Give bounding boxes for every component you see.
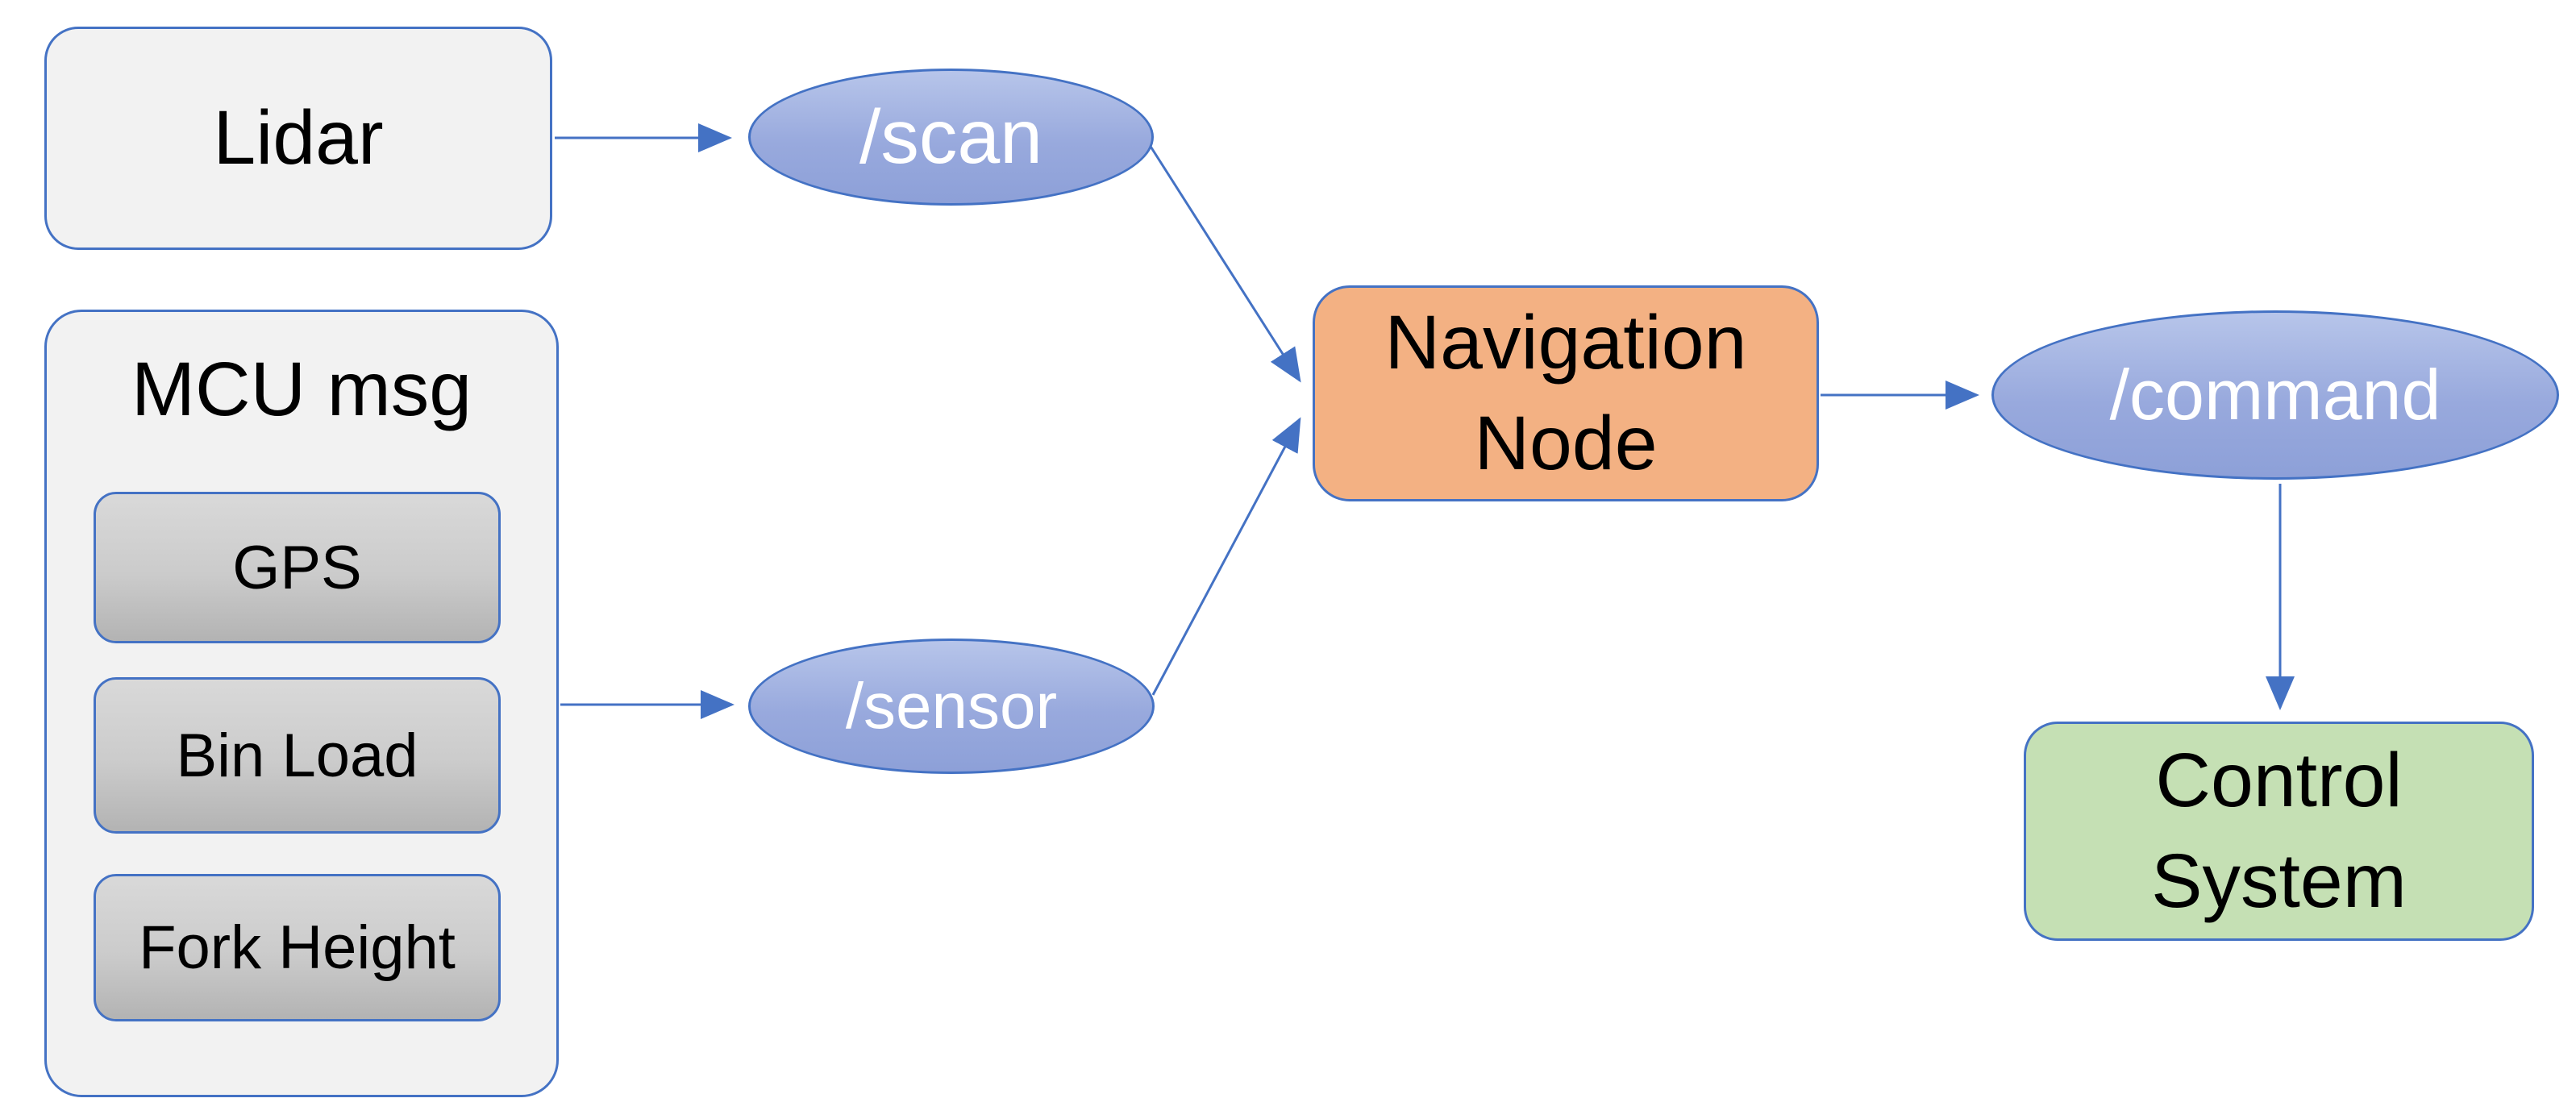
node-fork-height: Fork Height	[94, 874, 501, 1021]
node-control-label-line1: Control	[2155, 737, 2403, 823]
node-lidar: Lidar	[44, 27, 552, 250]
node-control-label-line2: System	[2151, 838, 2407, 924]
topic-sensor: /sensor	[748, 639, 1155, 774]
node-navigation-label-line2: Node	[1474, 401, 1658, 486]
topic-scan-label: /scan	[859, 94, 1043, 180]
node-bin-load-label: Bin Load	[176, 721, 418, 790]
topic-sensor-label: /sensor	[845, 670, 1058, 742]
node-navigation: Navigation Node	[1313, 285, 1819, 501]
topic-command-label: /command	[2109, 355, 2441, 435]
topic-scan: /scan	[748, 69, 1154, 206]
topic-command: /command	[1991, 310, 2559, 480]
node-control: Control System	[2024, 722, 2534, 941]
node-mcu-label: MCU msg	[131, 347, 472, 432]
node-navigation-label-line1: Navigation	[1384, 299, 1747, 385]
node-bin-load: Bin Load	[94, 677, 501, 834]
node-gps-label: GPS	[232, 533, 362, 602]
node-mcu: MCU msg GPS Bin Load Fork Height	[44, 310, 559, 1097]
edge-sensor-to-navigation	[1151, 417, 1301, 696]
edge-scan-to-navigation	[1148, 144, 1301, 383]
node-lidar-label: Lidar	[213, 94, 384, 181]
node-gps: GPS	[94, 492, 501, 643]
node-fork-height-label: Fork Height	[139, 913, 456, 982]
